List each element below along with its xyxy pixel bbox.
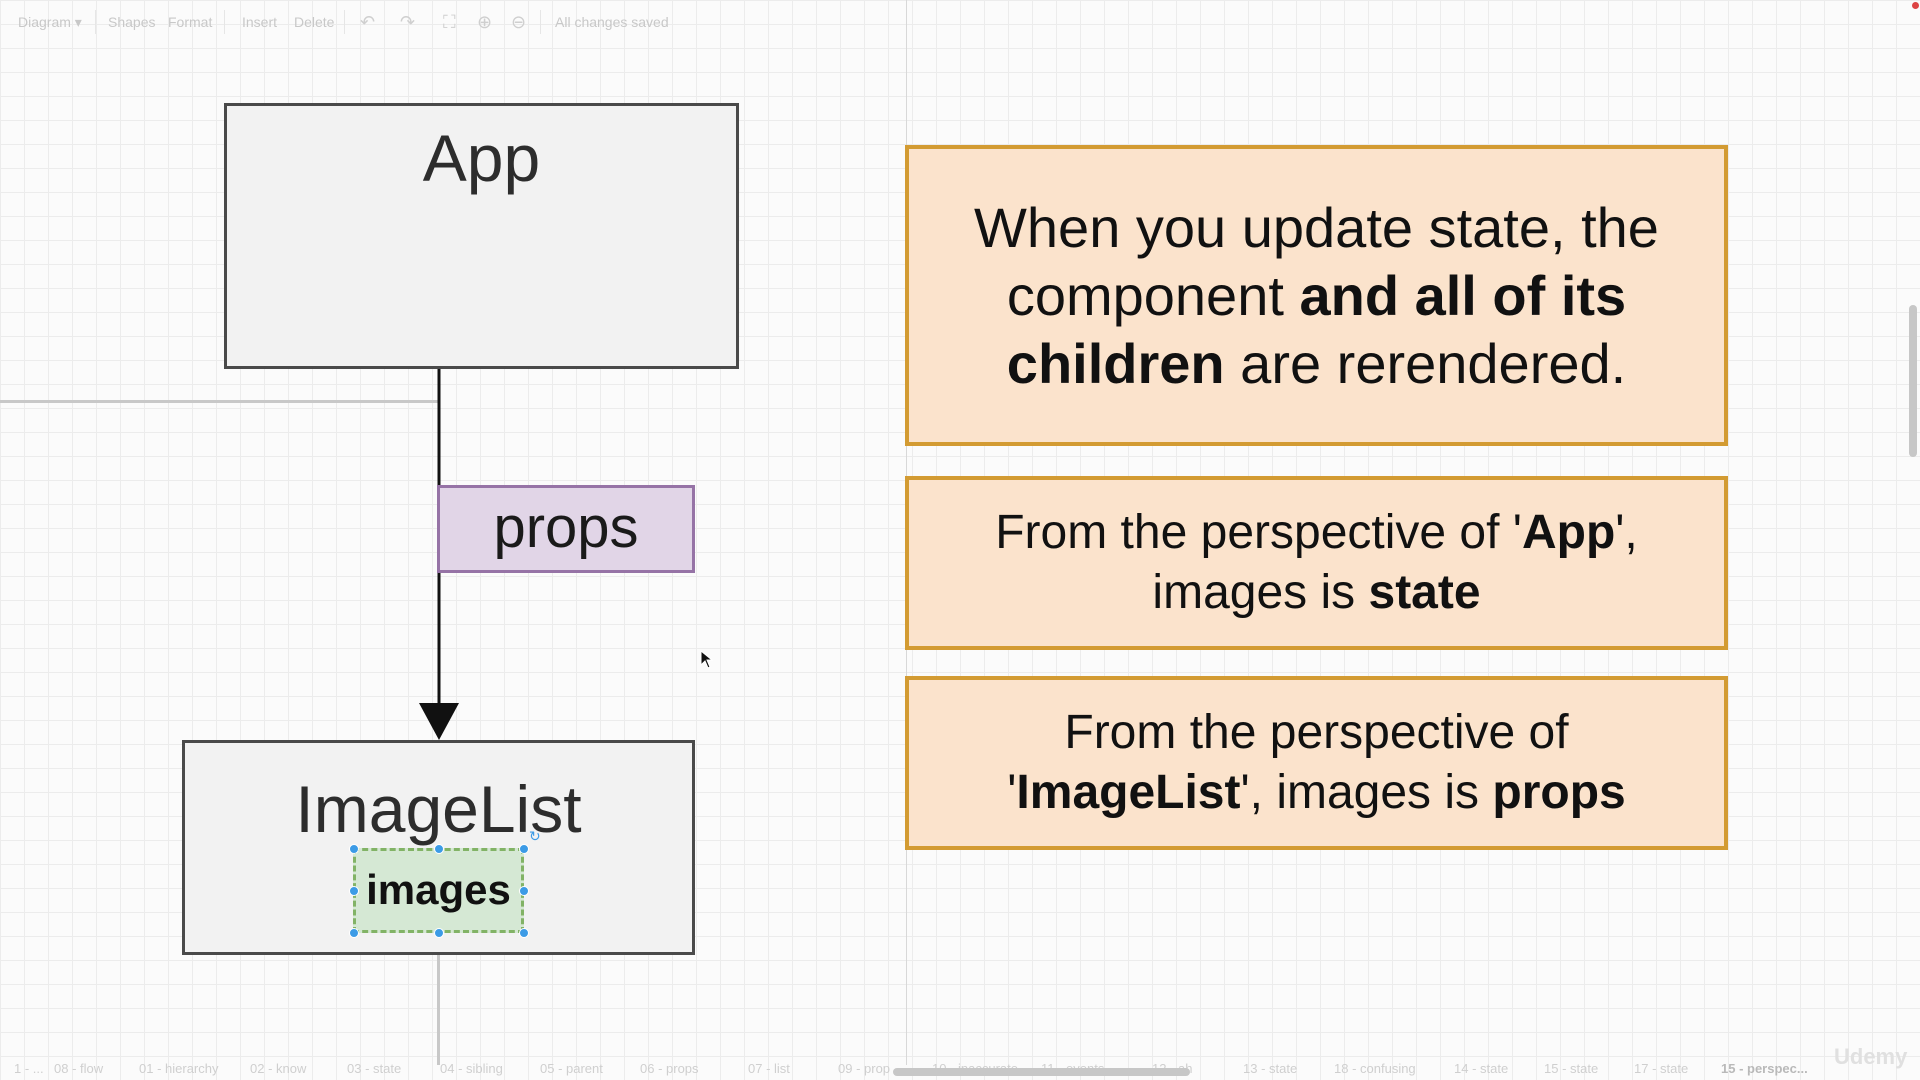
page-tab[interactable]: 14 - state — [1454, 1061, 1509, 1076]
note-text: ' — [1007, 766, 1017, 819]
app-title: App — [422, 121, 541, 195]
note-text: From the perspective of ' — [995, 506, 1522, 559]
page-tab[interactable]: 13 - state — [1243, 1061, 1298, 1076]
app-component-box[interactable]: App — [224, 103, 739, 369]
undo-icon[interactable]: ↶ — [360, 12, 376, 32]
toolbar-divider — [95, 10, 96, 34]
note-bold-text: props — [1492, 766, 1626, 819]
page-tab[interactable]: 17 - state — [1634, 1061, 1689, 1076]
note-bold-text: children — [1006, 331, 1225, 395]
imagelist-title: ImageList — [295, 772, 582, 846]
page-tab[interactable]: 07 - list — [748, 1061, 790, 1076]
page-tab[interactable]: 1 - ... — [14, 1061, 44, 1076]
selection-handle[interactable] — [349, 886, 359, 896]
vertical-scrollbar[interactable] — [1909, 305, 1917, 457]
note-text: are rerendered. — [1224, 331, 1627, 395]
format-menu[interactable]: Format — [168, 14, 213, 30]
page-tab[interactable]: 15 - state — [1544, 1061, 1599, 1076]
toolbar-divider — [540, 10, 541, 34]
note-app-perspective[interactable]: From the perspective of 'App', images is… — [905, 476, 1728, 650]
page-tab[interactable]: 05 - parent — [540, 1061, 603, 1076]
note-bold-text: and all of its — [1299, 263, 1627, 327]
page-tab[interactable]: 18 - confusing — [1334, 1061, 1416, 1076]
selection-handle[interactable] — [349, 844, 359, 854]
note-text: ', images is — [1240, 766, 1493, 819]
note-text: From the perspective of — [1064, 706, 1569, 759]
page-tab[interactable]: 04 - sibling — [440, 1061, 503, 1076]
images-box[interactable]: images — [353, 848, 524, 933]
selection-handle[interactable] — [519, 928, 529, 938]
page-tab[interactable]: 15 - perspec... — [1721, 1061, 1808, 1076]
page-tab[interactable]: 03 - state — [347, 1061, 402, 1076]
insert-menu[interactable]: Insert — [242, 14, 278, 30]
page-tab[interactable]: 02 - know — [250, 1061, 307, 1076]
zoom-out-icon[interactable]: ⊖ — [511, 12, 527, 32]
page-tab[interactable]: 08 - flow — [54, 1061, 104, 1076]
fullscreen-icon[interactable]: ⛶ — [443, 12, 456, 32]
note-bold-text: App — [1521, 506, 1616, 559]
arrowhead-icon — [419, 703, 459, 740]
selection-handle[interactable] — [349, 928, 359, 938]
diagram-menu[interactable]: Diagram ▾ — [18, 14, 82, 30]
redo-icon[interactable]: ↷ — [400, 12, 416, 32]
note-text: component — [1006, 263, 1300, 327]
selection-handle[interactable] — [434, 928, 444, 938]
note-bold-text: state — [1368, 566, 1481, 619]
page-tab[interactable]: 09 - prop — [838, 1061, 891, 1076]
note-imagelist-perspective[interactable]: From the perspective of 'ImageList', ima… — [905, 676, 1728, 850]
delete-button[interactable]: Delete — [294, 14, 335, 30]
note-text: When you update state, the — [974, 195, 1659, 259]
toolbar-divider — [224, 10, 225, 34]
recording-indicator-icon — [1912, 2, 1919, 9]
zoom-in-icon[interactable]: ⊕ — [477, 12, 493, 32]
note-text: ', — [1615, 506, 1638, 559]
mouse-cursor-icon — [700, 650, 714, 669]
save-status: All changes saved — [555, 14, 669, 30]
note-bold-text: ImageList — [1016, 766, 1241, 819]
note-state-rerender[interactable]: When you update state, the component and… — [905, 145, 1728, 446]
selection-handle[interactable] — [434, 844, 444, 854]
toolbar-divider — [344, 10, 345, 34]
shapes-menu[interactable]: Shapes — [108, 14, 156, 30]
toolbar: Diagram ▾ Shapes Format Insert Delete ↶ … — [0, 0, 1920, 44]
horizontal-scrollbar[interactable] — [893, 1068, 1190, 1076]
props-label-box[interactable]: props — [437, 485, 695, 573]
selection-handle[interactable] — [519, 844, 529, 854]
selection-handle[interactable] — [519, 886, 529, 896]
page-tab[interactable]: 01 - hierarchy — [139, 1061, 219, 1076]
rotate-handle-icon[interactable]: ↻ — [529, 828, 541, 844]
page-guide-line — [0, 400, 440, 403]
udemy-watermark: Udemy — [1834, 1044, 1908, 1069]
page-guide-line — [437, 955, 440, 1065]
page-tab[interactable]: 06 - props — [640, 1061, 699, 1076]
note-text: images is — [1152, 566, 1369, 619]
